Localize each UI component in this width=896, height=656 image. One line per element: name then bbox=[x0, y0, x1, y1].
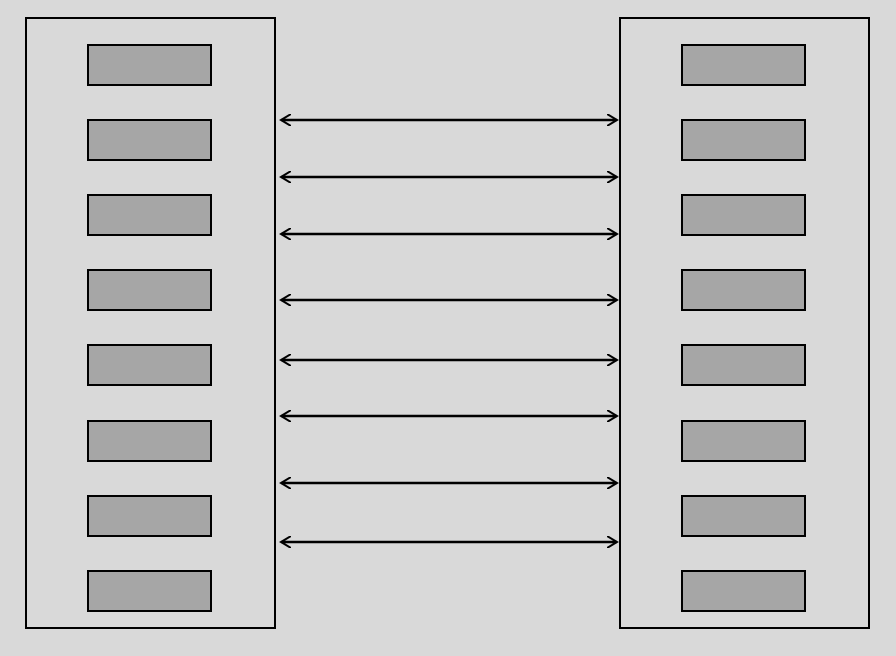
left-slot bbox=[87, 570, 212, 612]
left-panel bbox=[25, 17, 276, 629]
left-slot bbox=[87, 420, 212, 462]
left-slot bbox=[87, 495, 212, 537]
right-panel bbox=[619, 17, 870, 629]
right-slot bbox=[681, 194, 806, 236]
left-slot bbox=[87, 269, 212, 311]
right-slot bbox=[681, 44, 806, 86]
right-slot bbox=[681, 269, 806, 311]
left-slot bbox=[87, 119, 212, 161]
left-slot bbox=[87, 44, 212, 86]
right-slot bbox=[681, 344, 806, 386]
right-slot bbox=[681, 495, 806, 537]
right-slot bbox=[681, 420, 806, 462]
left-slot bbox=[87, 344, 212, 386]
right-slot bbox=[681, 570, 806, 612]
left-slot bbox=[87, 194, 212, 236]
right-slot bbox=[681, 119, 806, 161]
